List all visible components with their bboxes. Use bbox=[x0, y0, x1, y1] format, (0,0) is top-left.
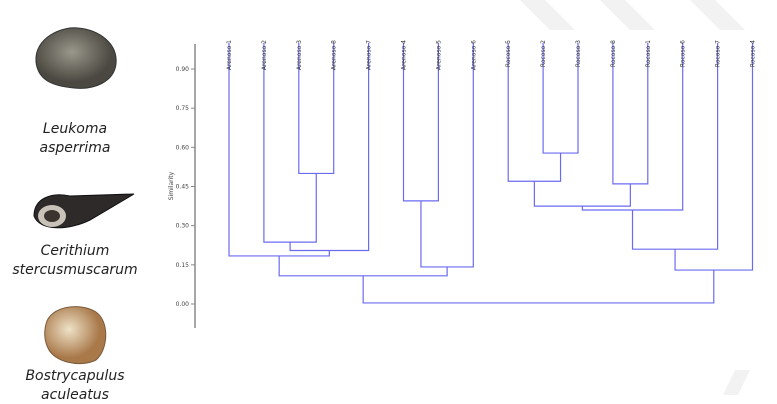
dendrogram-branch bbox=[263, 42, 317, 243]
dendrogram-branch bbox=[228, 42, 330, 257]
species-epithet: stercusmuscarum bbox=[12, 262, 138, 278]
leaf-label: Arenoso 1 bbox=[226, 40, 233, 70]
dendrogram-branch bbox=[612, 42, 649, 185]
leaf-label: Arenoso 6 bbox=[470, 40, 477, 70]
species-label-leukoma: Leukoma asperrima bbox=[0, 120, 150, 158]
y-tick-label: 0.00 bbox=[176, 301, 190, 308]
dendrogram-branch bbox=[298, 42, 335, 175]
leaf-label: Arenoso 4 bbox=[401, 40, 408, 70]
leaf-label: Rocoso 5 bbox=[505, 40, 512, 67]
leaf-label: Arenoso 5 bbox=[435, 40, 442, 70]
dendrogram-branch bbox=[278, 255, 448, 277]
bostrycapulus-shell-image bbox=[44, 306, 107, 364]
species-epithet: aculeatus bbox=[41, 387, 109, 403]
y-tick-label: 0.60 bbox=[176, 144, 190, 151]
dendrogram-branch bbox=[533, 181, 631, 207]
dendrogram-branch bbox=[362, 270, 715, 304]
species-label-cerithium: Cerithium stercusmuscarum bbox=[0, 242, 150, 280]
leaf-label: Arenoso 3 bbox=[296, 40, 303, 70]
leaf-label: Rocoso 8 bbox=[610, 40, 617, 67]
leaf-label: Rocoso 3 bbox=[575, 40, 582, 67]
leaf-label: Arenoso 7 bbox=[366, 40, 373, 70]
y-tick-label: 0.90 bbox=[176, 66, 190, 73]
y-tick-label: 0.15 bbox=[176, 262, 190, 269]
y-tick-label: 0.45 bbox=[176, 184, 190, 191]
leaf-label: Rocoso 6 bbox=[680, 40, 687, 67]
leaf-label: Rocoso 4 bbox=[750, 40, 757, 67]
dendrogram-branch bbox=[542, 42, 579, 154]
dendrogram-branch bbox=[631, 42, 719, 250]
leaf-label: Arenoso 8 bbox=[331, 40, 338, 70]
y-axis-label: Similarity bbox=[168, 171, 175, 200]
dendrogram-branch bbox=[507, 42, 562, 182]
dendrogram-branch bbox=[581, 42, 684, 211]
y-tick-label: 0.30 bbox=[176, 223, 190, 230]
species-label-bostrycapulus: Bostrycapulus aculeatus bbox=[0, 367, 150, 404]
dendrogram-branch bbox=[402, 42, 439, 202]
leaf-label: Rocoso 2 bbox=[540, 40, 547, 67]
species-genus: Leukoma bbox=[42, 121, 108, 137]
cerithium-shell-image bbox=[33, 193, 135, 229]
species-genus: Cerithium bbox=[40, 243, 110, 259]
leukoma-shell-image bbox=[35, 27, 117, 89]
y-tick-label: 0.75 bbox=[176, 105, 190, 112]
dendrogram-branch bbox=[420, 42, 474, 268]
species-genus: Bostrycapulus bbox=[25, 368, 125, 384]
leaf-label: Arenoso 2 bbox=[261, 40, 268, 70]
dendrogram-branch bbox=[674, 42, 754, 271]
leaf-label: Rocoso 7 bbox=[715, 40, 722, 67]
leaf-label: Rocoso 1 bbox=[645, 40, 652, 67]
species-epithet: asperrima bbox=[39, 140, 111, 156]
dendrogram-branch bbox=[289, 42, 370, 252]
